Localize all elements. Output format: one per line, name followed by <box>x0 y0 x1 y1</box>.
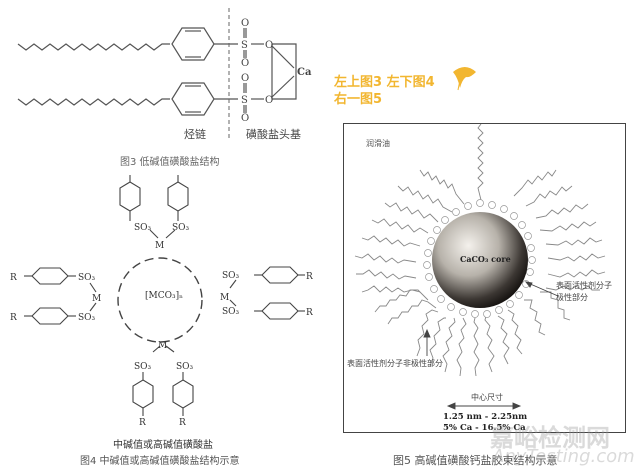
label-hydrocarbon-chain: 烃链 <box>184 128 206 141</box>
core-size-range: 1.25 nm - 2.25nm <box>443 412 528 422</box>
svg-text:SO₃: SO₃ <box>222 271 240 281</box>
polar-part-label-1: 表面活性剂分子 <box>556 281 612 290</box>
caco3-core-sphere <box>432 212 528 308</box>
svg-text:M: M <box>92 294 101 304</box>
svg-text:SO₃: SO₃ <box>176 362 194 372</box>
note-line-1: 左上图3 左下图4 <box>334 75 435 90</box>
svg-text:M: M <box>220 293 229 303</box>
fig4-core-label: [MCO₃]ₙ <box>145 291 184 301</box>
fig5-caption: 图5 高碱值磺酸钙盐胶束结构示意 <box>393 454 558 467</box>
fig4-structure-drawing: SO₃ SO₃ M R SO₃ M R SO₃ SO₃ M SO₃ R R M … <box>10 175 313 428</box>
svg-text:R: R <box>306 272 313 282</box>
label-sulfonate-head: 磺酸盐头基 <box>246 128 301 141</box>
svg-text:R: R <box>139 418 146 428</box>
atom-s: S <box>241 40 248 51</box>
svg-text:SO₃: SO₃ <box>78 273 96 283</box>
atom-o: O <box>241 18 249 29</box>
fig3-structure-drawing: O S O O O S O O Ca <box>17 8 312 138</box>
lubricant-oil-label: 润滑油 <box>366 139 390 148</box>
svg-text:O: O <box>241 58 249 69</box>
svg-text:R: R <box>10 313 17 323</box>
svg-text:M: M <box>158 341 167 351</box>
watermark-text: 嘉峪检测网 <box>490 424 610 452</box>
svg-text:O: O <box>241 113 249 124</box>
metal-m-label: M <box>155 241 164 251</box>
svg-text:SO₃: SO₃ <box>134 362 152 372</box>
surfactant-tails <box>354 123 606 377</box>
svg-text:O: O <box>265 95 273 106</box>
atom-ca: Ca <box>297 67 312 78</box>
svg-text:SO₃: SO₃ <box>78 313 96 323</box>
r-group-label: R <box>10 273 17 283</box>
svg-text:S: S <box>241 95 248 106</box>
svg-text:O: O <box>265 40 273 51</box>
nonpolar-part-label: 表面活性剂分子非极性部分 <box>347 359 443 368</box>
svg-text:SO₃: SO₃ <box>172 223 190 233</box>
core-size-title: 中心尺寸 <box>471 393 503 402</box>
svg-text:O: O <box>241 73 249 84</box>
svg-text:R: R <box>306 308 313 318</box>
caco3-core-label: CaCO₃ core <box>460 254 511 264</box>
fig5-frame <box>343 123 626 433</box>
note-line-2: 右一图5 <box>334 92 383 107</box>
so3-label: SO₃ <box>134 223 152 233</box>
fig3-caption: 图3 低碱值磺酸盐结构 <box>120 157 220 168</box>
calcium-range: 5% Ca - 16.5% Ca <box>443 423 526 433</box>
svg-text:R: R <box>179 418 186 428</box>
fig4-subcaption: 中碱值或高碱值磺酸盐 <box>113 440 213 451</box>
svg-text:SO₃: SO₃ <box>222 307 240 317</box>
fig4-caption: 图4 中碱值或高碱值磺酸盐结构示意 <box>80 456 240 467</box>
watermark-url: AnyTesting.com <box>492 446 635 467</box>
polar-part-label-2: 极性部分 <box>556 293 588 302</box>
